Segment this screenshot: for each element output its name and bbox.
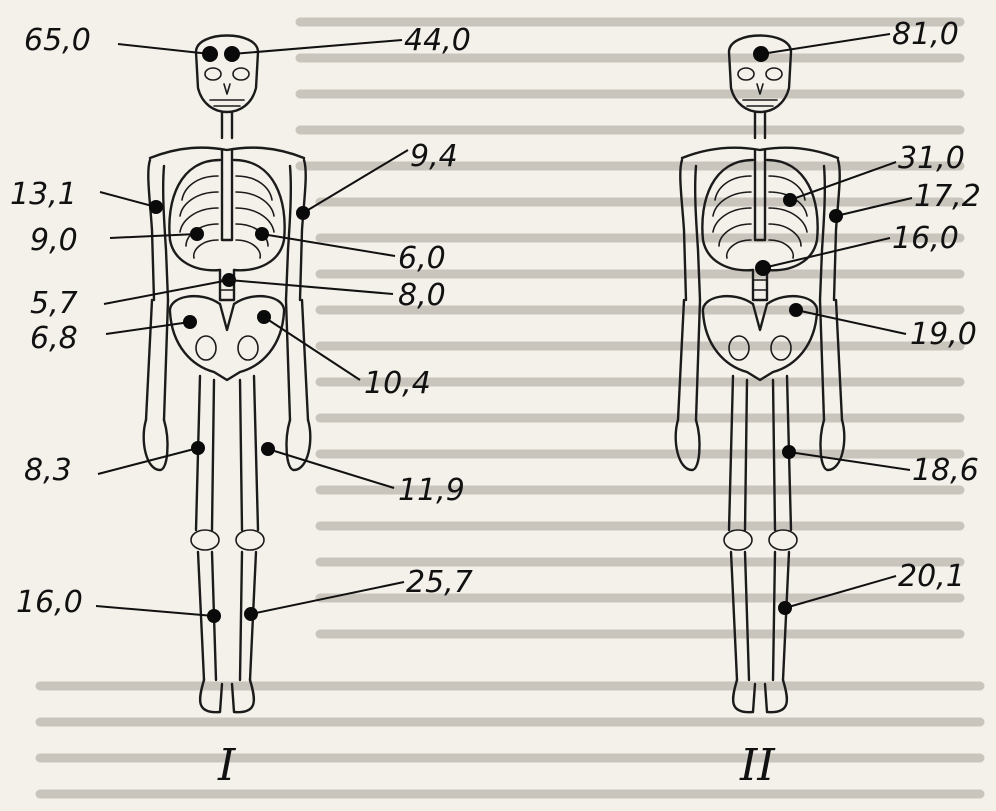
marker-skull-left	[202, 46, 218, 62]
marker-ribs	[783, 193, 797, 207]
label-skull-left: 65,0	[24, 23, 91, 58]
label-spine-lumbar: 5,7	[30, 286, 78, 321]
label-pelvis-left: 6,8	[30, 321, 78, 356]
label-skull: 81,0	[892, 17, 959, 52]
label-pelvis-right: 10,4	[364, 366, 431, 401]
leader-tibia	[785, 576, 896, 608]
label-ribs-right: 6,0	[398, 241, 446, 276]
label-ribs: 31,0	[898, 141, 965, 176]
marker-pelvis-right	[257, 310, 271, 324]
figure-caption-2: II	[739, 740, 776, 791]
marker-tibia	[778, 601, 792, 615]
leader-femur-left	[98, 448, 198, 474]
marker-humerus	[829, 209, 843, 223]
marker-femur-left	[191, 441, 205, 455]
leader-ribs-left	[110, 234, 197, 238]
leader-skull	[761, 34, 890, 54]
label-ribs-left: 9,0	[30, 223, 78, 258]
skeleton-figure-1	[144, 36, 311, 713]
leader-humerus-left	[100, 192, 156, 207]
label-skull-right: 44,0	[404, 23, 471, 58]
marker-ribs-left	[190, 227, 204, 241]
marker-ribs-right	[255, 227, 269, 241]
marker-pelvis-left	[183, 315, 197, 329]
label-spine: 16,0	[892, 221, 959, 256]
background-text-lines	[40, 22, 980, 794]
marker-humerus-left	[149, 200, 163, 214]
label-femur-right: 11,9	[398, 473, 465, 508]
marker-femur	[782, 445, 796, 459]
label-femur: 18,6	[912, 453, 979, 488]
marker-tibia-right	[244, 607, 258, 621]
label-spine-lower: 8,0	[398, 278, 446, 313]
skeleton-figure-2	[676, 36, 845, 713]
label-femur-left: 8,3	[24, 453, 72, 488]
leader-tibia-left	[96, 606, 214, 616]
marker-spine	[755, 260, 771, 276]
label-humerus-right: 9,4	[410, 139, 458, 174]
leader-spine-lower	[229, 280, 393, 294]
figure-caption-1: I	[217, 740, 237, 791]
marker-pelvis	[789, 303, 803, 317]
marker-skull	[753, 46, 769, 62]
label-pelvis: 19,0	[910, 317, 977, 352]
marker-femur-right	[261, 442, 275, 456]
label-tibia-right: 25,7	[406, 565, 473, 600]
leader-pelvis-left	[106, 322, 190, 334]
marker-skull-right	[224, 46, 240, 62]
label-humerus: 17,2	[914, 179, 981, 214]
marker-humerus-right	[296, 206, 310, 220]
label-tibia: 20,1	[898, 559, 965, 594]
label-humerus-left: 13,1	[10, 177, 77, 212]
label-tibia-left: 16,0	[16, 585, 83, 620]
marker-tibia-left	[207, 609, 221, 623]
